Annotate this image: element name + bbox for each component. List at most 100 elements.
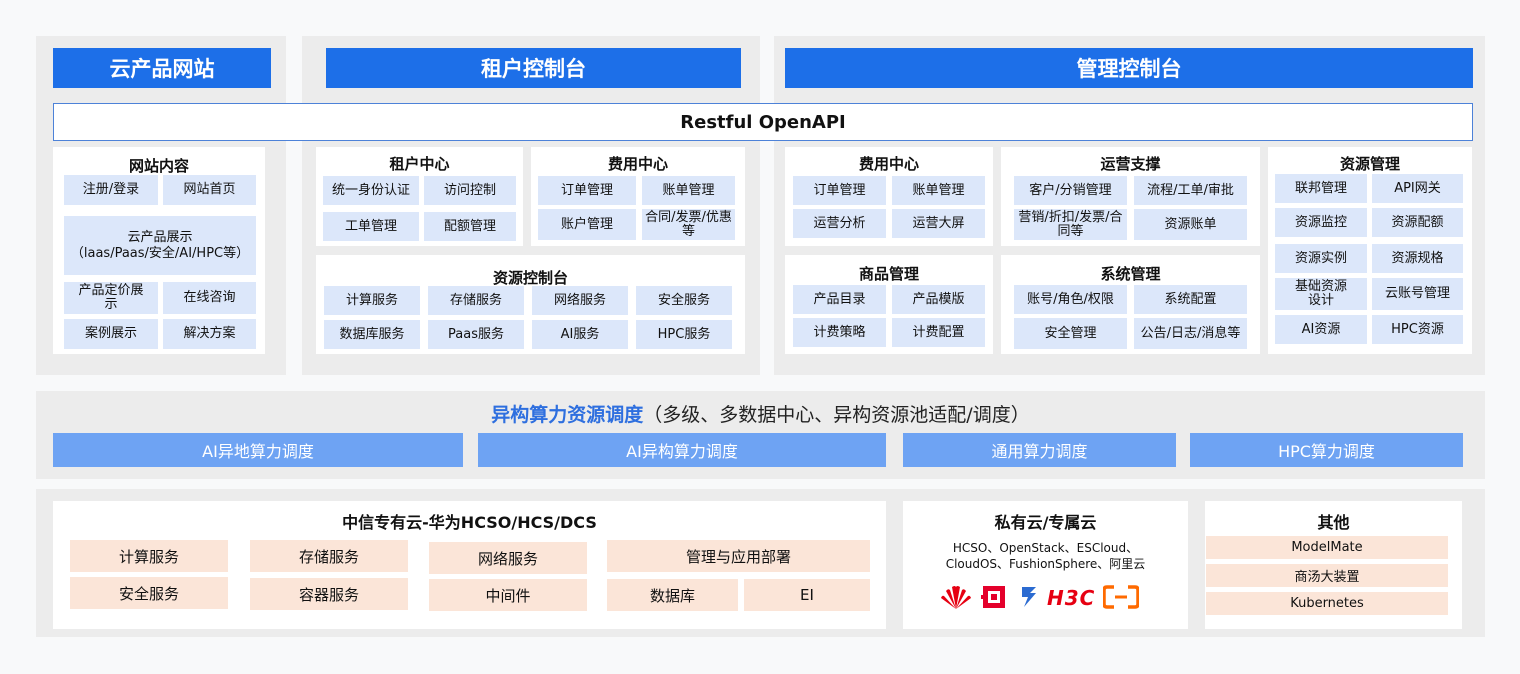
tenant-item-ticket-mgmt[interactable]: 工单管理	[323, 212, 419, 241]
tenant-resource-console-box: 资源控制台 计算服务 存储服务 网络服务 安全服务 数据库服务 Paas服务 A…	[316, 255, 745, 354]
citic-mgmt-deploy[interactable]: 管理与应用部署	[607, 540, 870, 572]
admin-item-account-role[interactable]: 账号/角色/权限	[1014, 285, 1127, 314]
admin-item-marketing[interactable]: 营销/折扣/发票/合 同等	[1014, 209, 1127, 240]
admin-goods-mgmt-title: 商品管理	[858, 265, 919, 283]
admin-header: 管理控制台	[785, 48, 1473, 88]
admin-ops-support-title: 运营支撑	[1100, 155, 1161, 173]
admin-fee-center-box: 费用中心 订单管理 账单管理 运营分析 运营大屏	[785, 147, 993, 246]
admin-system-mgmt-title: 系统管理	[1100, 265, 1161, 283]
portal-item-pricing[interactable]: 产品定价展 示	[64, 282, 158, 314]
tenant-item-contract-invoice[interactable]: 合同/发票/优惠 等	[642, 209, 735, 240]
citic-container[interactable]: 容器服务	[250, 578, 408, 610]
admin-item-notice-log[interactable]: 公告/日志/消息等	[1134, 318, 1247, 349]
admin-item-ops-analysis[interactable]: 运营分析	[793, 209, 886, 238]
restful-openapi-bar: Restful OpenAPI	[53, 103, 1473, 141]
portal-item-homepage[interactable]: 网站首页	[163, 175, 256, 205]
portal-item-product-showcase[interactable]: 云产品展示 （laas/Paas/安全/AI/HPC等）	[64, 216, 256, 275]
h3c-logo-icon: H3C	[1047, 586, 1096, 610]
tenant-item-quota-mgmt[interactable]: 配额管理	[424, 212, 516, 241]
portal-item-solutions[interactable]: 解决方案	[163, 319, 256, 349]
admin-res-api-gateway[interactable]: API网关	[1372, 174, 1463, 203]
admin-item-catalog[interactable]: 产品目录	[793, 285, 886, 314]
tenant-res-ai[interactable]: AI服务	[532, 320, 628, 349]
huawei-logo-icon	[941, 586, 971, 609]
sched-hpc[interactable]: HPC算力调度	[1190, 433, 1463, 467]
admin-item-customer-mgmt[interactable]: 客户/分销管理	[1014, 176, 1127, 205]
admin-item-security-mgmt[interactable]: 安全管理	[1014, 318, 1127, 349]
portal-content-box: 网站内容 注册/登录 网站首页 云产品展示 （laas/Paas/安全/AI/H…	[53, 147, 265, 354]
admin-resource-mgmt-title: 资源管理	[1339, 155, 1400, 173]
admin-res-instance[interactable]: 资源实例	[1275, 244, 1367, 273]
tenant-user-center-box: 租户中心 统一身份认证 访问控制 工单管理 配额管理	[316, 147, 523, 246]
private-cloud-text-line1: HCSO、OpenStack、ESCloud、	[952, 541, 1139, 555]
admin-item-workflow[interactable]: 流程/工单/审批	[1134, 176, 1247, 205]
tenant-user-center-title: 租户中心	[389, 155, 450, 173]
admin-res-quota[interactable]: 资源配额	[1372, 208, 1463, 237]
admin-res-monitor[interactable]: 资源监控	[1275, 208, 1367, 237]
admin-item-billing-config[interactable]: 计费配置	[892, 318, 985, 347]
admin-res-ai[interactable]: AI资源	[1275, 315, 1367, 344]
tenant-item-access-control[interactable]: 访问控制	[424, 176, 516, 205]
admin-item-billing-policy[interactable]: 计费策略	[793, 318, 886, 347]
admin-item-bill-mgmt[interactable]: 账单管理	[892, 176, 985, 205]
portal-header: 云产品网站	[53, 48, 271, 88]
private-cloud-box: 私有云/专属云 HCSO、OpenStack、ESCloud、 CloudOS、…	[903, 501, 1188, 629]
scheduling-title: 异构算力资源调度（多级、多数据中心、异构资源池适配/调度）	[36, 400, 1485, 427]
citic-storage[interactable]: 存储服务	[250, 540, 408, 572]
other-sensetime[interactable]: 商汤大装置	[1206, 564, 1448, 587]
tenant-res-network[interactable]: 网络服务	[532, 286, 628, 315]
tenant-fee-center-title: 费用中心	[607, 155, 668, 173]
sched-general[interactable]: 通用算力调度	[903, 433, 1176, 467]
tenant-fee-center-box: 费用中心 订单管理 账单管理 账户管理 合同/发票/优惠 等	[531, 147, 745, 246]
citic-database[interactable]: 数据库	[607, 579, 738, 611]
aliyun-logo-icon	[1103, 585, 1139, 609]
citic-compute[interactable]: 计算服务	[70, 540, 228, 572]
admin-res-spec[interactable]: 资源规格	[1372, 244, 1463, 273]
tenant-res-hpc[interactable]: HPC服务	[636, 320, 732, 349]
tenant-item-order-mgmt[interactable]: 订单管理	[538, 176, 636, 205]
citic-network[interactable]: 网络服务	[429, 542, 587, 574]
tenant-res-paas[interactable]: Paas服务	[428, 320, 524, 349]
citic-cloud-title: 中信专有云-华为HCSO/HCS/DCS	[342, 513, 597, 532]
admin-item-resource-bill[interactable]: 资源账单	[1134, 209, 1247, 240]
tenant-item-bill-mgmt[interactable]: 账单管理	[642, 176, 735, 205]
sched-ai-remote[interactable]: AI异地算力调度	[53, 433, 463, 467]
admin-res-cloud-account[interactable]: 云账号管理	[1372, 278, 1463, 310]
admin-item-system-config[interactable]: 系统配置	[1134, 285, 1247, 314]
other-modelmate[interactable]: ModelMate	[1206, 536, 1448, 559]
citic-middleware[interactable]: 中间件	[429, 579, 587, 611]
private-cloud-title: 私有云/专属云	[994, 513, 1097, 532]
tenant-res-storage[interactable]: 存储服务	[428, 286, 524, 315]
tenant-item-account-mgmt[interactable]: 账户管理	[538, 209, 636, 240]
admin-res-hpc[interactable]: HPC资源	[1372, 315, 1463, 344]
tenant-res-compute[interactable]: 计算服务	[324, 286, 420, 315]
admin-item-order-mgmt[interactable]: 订单管理	[793, 176, 886, 205]
portal-item-consult[interactable]: 在线咨询	[163, 282, 256, 314]
scheduling-title-bold: 异构算力资源调度	[491, 404, 644, 426]
tenant-res-security[interactable]: 安全服务	[636, 286, 732, 315]
private-cloud-text-line2: CloudOS、FushionSphere、阿里云	[945, 557, 1146, 571]
admin-res-infra-design[interactable]: 基础资源 设计	[1275, 278, 1367, 310]
tenant-item-identity-auth[interactable]: 统一身份认证	[323, 176, 419, 205]
admin-item-ops-dashboard[interactable]: 运营大屏	[892, 209, 985, 238]
portal-item-cases[interactable]: 案例展示	[64, 319, 158, 349]
sched-ai-heterogeneous[interactable]: AI异构算力调度	[478, 433, 886, 467]
scheduling-title-rest: （多级、多数据中心、异构资源池适配/调度）	[643, 404, 1030, 426]
other-title: 其他	[1317, 513, 1350, 532]
other-kubernetes[interactable]: Kubernetes	[1206, 592, 1448, 615]
portal-item-login[interactable]: 注册/登录	[64, 175, 158, 205]
citic-security[interactable]: 安全服务	[70, 577, 228, 609]
admin-system-mgmt-box: 系统管理 账号/角色/权限 系统配置 安全管理 公告/日志/消息等	[1001, 255, 1260, 354]
admin-ops-support-box: 运营支撑 客户/分销管理 流程/工单/审批 营销/折扣/发票/合 同等 资源账单	[1001, 147, 1260, 246]
admin-fee-center-title: 费用中心	[858, 155, 919, 173]
tenant-resource-console-title: 资源控制台	[492, 269, 568, 287]
admin-item-template[interactable]: 产品模版	[892, 285, 985, 314]
citic-cloud-box: 中信专有云-华为HCSO/HCS/DCS 计算服务 存储服务 网络服务 管理与应…	[53, 501, 886, 629]
citic-ei[interactable]: EI	[744, 579, 870, 611]
easystack-logo-icon	[1022, 587, 1036, 607]
admin-res-federation[interactable]: 联邦管理	[1275, 174, 1367, 203]
admin-resource-mgmt-box: 资源管理 联邦管理 API网关 资源监控 资源配额 资源实例 资源规格 基础资源…	[1268, 147, 1472, 354]
tenant-header: 租户控制台	[326, 48, 741, 88]
portal-content-title: 网站内容	[128, 157, 189, 175]
tenant-res-database[interactable]: 数据库服务	[324, 320, 420, 349]
